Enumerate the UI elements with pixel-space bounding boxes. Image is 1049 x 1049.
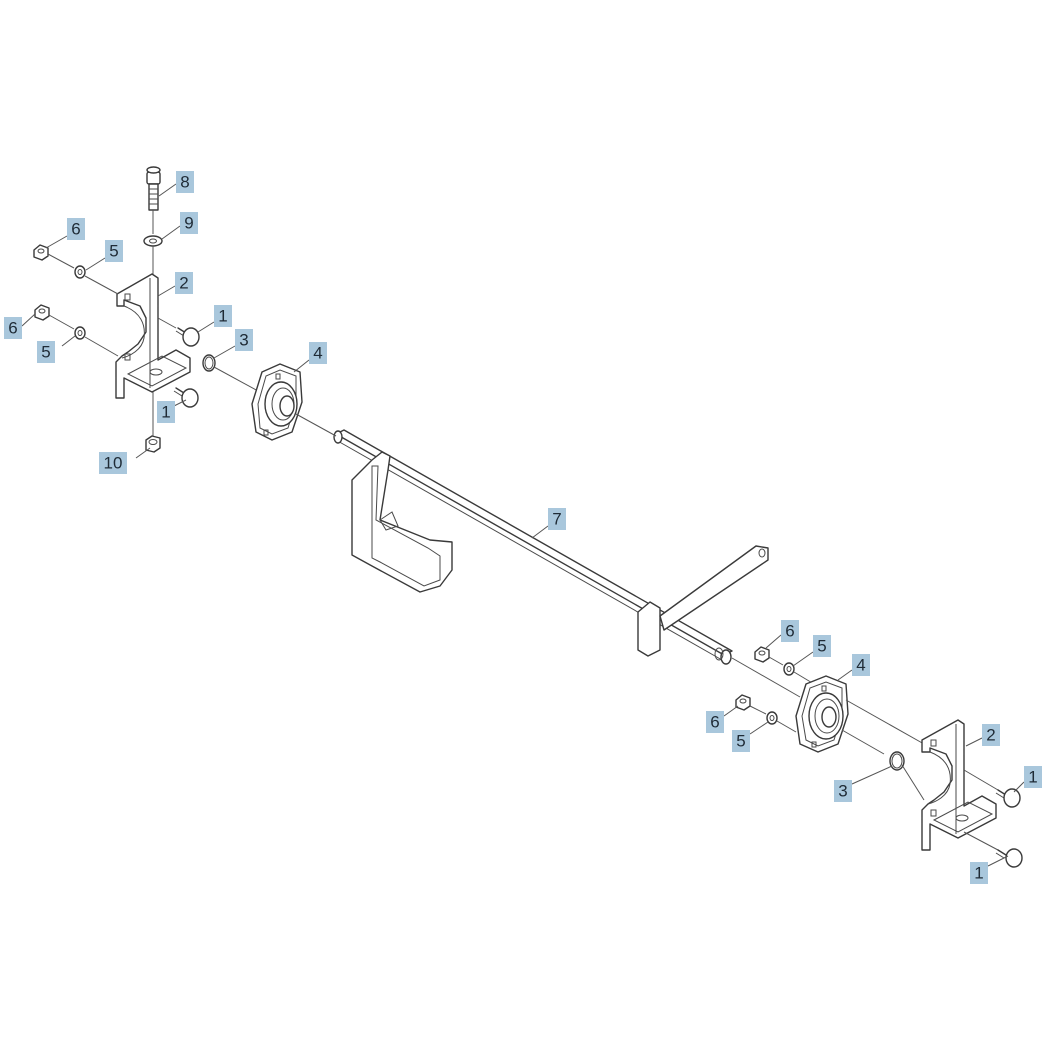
svg-text:1: 1 (218, 307, 227, 326)
carriage-bolt-part-1-left-top (175, 327, 200, 347)
washer-part-5-left-bottom (74, 326, 86, 340)
washer-part-5-right-bottom (766, 711, 778, 725)
svg-text:5: 5 (41, 343, 50, 362)
svg-text:1: 1 (161, 403, 170, 422)
callout-6: 6 (4, 317, 22, 339)
callout-1: 1 (970, 862, 988, 884)
svg-text:6: 6 (710, 713, 719, 732)
callout-1: 1 (214, 305, 232, 327)
callout-10: 10 (99, 452, 127, 474)
svg-text:6: 6 (785, 622, 794, 641)
callout-2: 2 (982, 724, 1000, 746)
callout-4: 4 (309, 342, 327, 364)
callout-5: 5 (813, 635, 831, 657)
svg-text:9: 9 (184, 214, 193, 233)
svg-text:4: 4 (313, 344, 322, 363)
bolt-part-8 (146, 166, 161, 211)
callout-5: 5 (37, 341, 55, 363)
carriage-bolt-part-1-left-bottom (173, 387, 199, 408)
nut-part-6-left-top (33, 244, 49, 261)
callout-4: 4 (852, 654, 870, 676)
svg-text:4: 4 (856, 656, 865, 675)
snap-ring-part-3-right (889, 751, 905, 771)
svg-text:3: 3 (239, 331, 248, 350)
nut-part-6-right-bottom (735, 694, 751, 711)
svg-text:6: 6 (71, 220, 80, 239)
callout-3: 3 (834, 780, 852, 802)
callout-2: 2 (175, 272, 193, 294)
svg-text:5: 5 (817, 637, 826, 656)
svg-text:6: 6 (8, 319, 17, 338)
callout-6: 6 (67, 218, 85, 240)
callout-6: 6 (781, 620, 799, 642)
bearing-flange-part-4-right (795, 675, 849, 753)
svg-text:2: 2 (986, 726, 995, 745)
washer-part-5-left-top (74, 265, 86, 279)
svg-text:7: 7 (552, 510, 561, 529)
snap-ring-part-3-left (202, 354, 216, 372)
svg-text:3: 3 (838, 782, 847, 801)
bearing-flange-part-4-left (251, 363, 303, 441)
callout-1: 1 (157, 401, 175, 423)
svg-text:5: 5 (736, 732, 745, 751)
callout-5: 5 (732, 730, 750, 752)
callout-leaders (21, 183, 1025, 867)
bracket-right-part-2 (921, 719, 997, 851)
svg-text:1: 1 (1028, 768, 1037, 787)
svg-text:2: 2 (179, 274, 188, 293)
bracket-left-part-2 (115, 273, 191, 399)
callout-6: 6 (706, 711, 724, 733)
callout-5: 5 (105, 240, 123, 262)
svg-text:1: 1 (974, 864, 983, 883)
callout-8: 8 (176, 171, 194, 193)
callout-7: 7 (548, 508, 566, 530)
svg-text:8: 8 (180, 173, 189, 192)
callout-1: 1 (1024, 766, 1042, 788)
carriage-bolt-part-1-right-bottom (995, 848, 1023, 868)
nut-part-6-right-top (754, 646, 770, 663)
washer-part-9 (143, 235, 163, 247)
callout-3: 3 (235, 329, 253, 351)
svg-text:5: 5 (109, 242, 118, 261)
svg-text:10: 10 (104, 454, 123, 473)
callout-9: 9 (180, 212, 198, 234)
carriage-bolt-part-1-right-top (995, 788, 1021, 808)
shaft-part-7 (333, 429, 769, 665)
nut-part-6-left-bottom (34, 304, 50, 321)
washer-part-5-right-top (783, 662, 795, 676)
